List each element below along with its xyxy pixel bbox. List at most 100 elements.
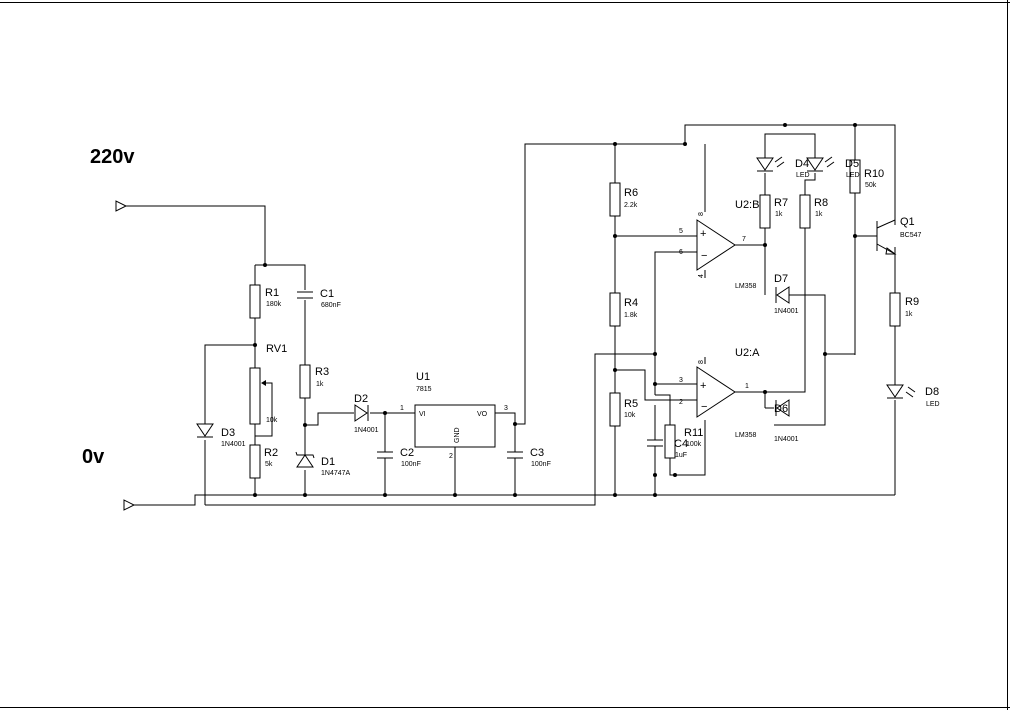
svg-text:GND: GND xyxy=(454,427,461,443)
svg-text:D2: D2 xyxy=(354,393,368,405)
capacitor-c2: C2 100nF xyxy=(377,447,421,468)
resistor-r4: R4 1.8k xyxy=(609,292,638,327)
led-d8: D8 LED xyxy=(886,384,940,408)
svg-text:R8: R8 xyxy=(814,197,828,209)
transistor-q1: Q1 BC547 xyxy=(876,216,922,260)
svg-text:3: 3 xyxy=(679,377,683,384)
svg-text:RV1: RV1 xyxy=(266,343,287,355)
svg-text:C4: C4 xyxy=(674,438,688,450)
svg-text:+: + xyxy=(700,380,706,392)
svg-text:D3: D3 xyxy=(221,427,235,439)
svg-text:100nF: 100nF xyxy=(401,461,421,468)
svg-text:R10: R10 xyxy=(864,168,884,180)
resistor-r1: R1 180k xyxy=(249,284,282,319)
svg-text:LED: LED xyxy=(796,172,810,179)
opamp-u2b: + − 5 6 7 8 4 U2:B LM358 xyxy=(679,199,759,290)
svg-text:R9: R9 xyxy=(905,296,919,308)
resistor-r2: R2 5k xyxy=(249,444,278,479)
svg-text:R11: R11 xyxy=(684,427,703,439)
svg-text:C3: C3 xyxy=(530,447,544,459)
svg-text:C1: C1 xyxy=(320,288,334,300)
svg-text:100nF: 100nF xyxy=(531,461,551,468)
svg-text:R7: R7 xyxy=(774,197,788,209)
svg-text:8: 8 xyxy=(698,360,705,364)
svg-text:D4: D4 xyxy=(795,158,809,170)
diode-d3: D3 1N4001 xyxy=(196,423,246,448)
supply-0v-label: 0v xyxy=(82,446,105,468)
svg-text:6: 6 xyxy=(679,249,683,256)
svg-text:100k: 100k xyxy=(686,441,702,448)
junctions xyxy=(253,123,857,497)
svg-text:D7: D7 xyxy=(774,273,788,285)
svg-text:1N4001: 1N4001 xyxy=(774,436,799,443)
svg-text:D5: D5 xyxy=(845,158,859,170)
svg-text:4: 4 xyxy=(698,274,705,278)
resistor-r7: R7 1k xyxy=(759,194,788,229)
capacitor-c4: C4 1uF xyxy=(647,438,688,459)
svg-text:680nF: 680nF xyxy=(321,302,341,309)
diode-d7: D7 1N4001 xyxy=(774,273,799,315)
svg-text:1: 1 xyxy=(400,405,404,412)
svg-text:8: 8 xyxy=(698,212,705,216)
svg-text:D8: D8 xyxy=(925,386,939,398)
svg-text:LED: LED xyxy=(846,172,860,179)
svg-text:−: − xyxy=(701,250,707,262)
regulator-u1: VI VO GND 1 2 3 U1 7815 xyxy=(400,371,508,460)
resistor-r9: R9 1k xyxy=(889,292,919,327)
svg-text:7: 7 xyxy=(742,236,746,243)
svg-text:1k: 1k xyxy=(775,211,783,218)
diode-d2: D2 1N4001 xyxy=(354,393,379,434)
svg-text:R6: R6 xyxy=(624,187,638,199)
opamp-u2a: + − 3 2 1 8 U2:A LM358 xyxy=(679,347,760,439)
supply-220v-label: 220v xyxy=(90,146,135,168)
svg-text:2.2k: 2.2k xyxy=(624,202,638,209)
svg-text:1k: 1k xyxy=(905,311,913,318)
svg-text:D1: D1 xyxy=(321,456,335,468)
svg-text:D6: D6 xyxy=(774,403,788,415)
svg-text:−: − xyxy=(701,401,707,413)
zener-diode-d1: D1 1N4747A xyxy=(295,451,351,477)
svg-text:180k: 180k xyxy=(266,301,282,308)
capacitor-c3: C3 100nF xyxy=(507,447,551,468)
svg-text:1N4001: 1N4001 xyxy=(354,427,379,434)
svg-text:LM358: LM358 xyxy=(735,283,757,290)
svg-text:1: 1 xyxy=(745,383,749,390)
svg-text:10k: 10k xyxy=(266,417,278,424)
resistor-r3: R3 1k xyxy=(299,364,329,399)
svg-text:U2:A: U2:A xyxy=(735,347,760,359)
diode-d6: D6 1N4001 xyxy=(774,399,799,443)
resistor-r10: R10 50k xyxy=(849,159,884,194)
svg-text:C2: C2 xyxy=(400,447,414,459)
terminal-220v xyxy=(115,200,128,212)
resistor-r11: R11 100k xyxy=(664,424,703,459)
svg-text:LM358: LM358 xyxy=(735,432,757,439)
svg-text:LED: LED xyxy=(926,401,940,408)
led-d5: D5 LED xyxy=(806,156,860,179)
svg-text:1N4001: 1N4001 xyxy=(221,441,246,448)
svg-text:BC547: BC547 xyxy=(900,232,922,239)
svg-text:R3: R3 xyxy=(315,366,329,378)
svg-text:50k: 50k xyxy=(865,182,877,189)
svg-text:R5: R5 xyxy=(624,398,638,410)
svg-text:2: 2 xyxy=(679,399,683,406)
svg-text:U2:B: U2:B xyxy=(735,199,759,211)
svg-text:1N4001: 1N4001 xyxy=(774,308,799,315)
svg-text:R2: R2 xyxy=(264,447,278,459)
svg-text:VI: VI xyxy=(419,411,426,418)
svg-text:5k: 5k xyxy=(265,461,273,468)
resistor-r8: R8 1k xyxy=(799,194,828,229)
svg-text:U1: U1 xyxy=(416,371,430,383)
resistor-r5: R5 10k xyxy=(609,392,638,427)
svg-text:Q1: Q1 xyxy=(900,216,915,228)
svg-text:5: 5 xyxy=(679,228,683,235)
svg-text:+: + xyxy=(700,228,706,240)
svg-text:1N4747A: 1N4747A xyxy=(321,470,351,477)
svg-text:2: 2 xyxy=(449,453,453,460)
svg-text:1k: 1k xyxy=(316,381,324,388)
svg-text:VO: VO xyxy=(477,411,488,418)
svg-text:1k: 1k xyxy=(815,211,823,218)
led-d4: D4 LED xyxy=(756,156,810,179)
svg-text:R4: R4 xyxy=(624,297,638,309)
svg-text:1uF: 1uF xyxy=(675,452,687,459)
